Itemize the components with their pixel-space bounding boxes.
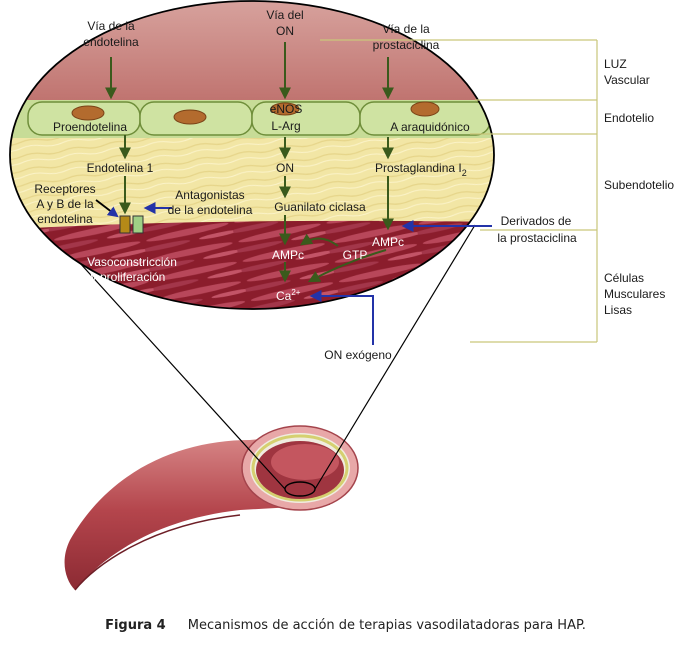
relaxation-label: Relajación (279, 308, 335, 322)
nucleus-3 (270, 102, 300, 116)
derivatives-line2: la prostaciclina (497, 231, 577, 245)
layer-subendothelium: Subendotelio (604, 178, 674, 192)
lumen-layer (10, 1, 494, 100)
derivatives-line1: Derivados de (501, 214, 572, 228)
proendothelin-label: Proendotelina (53, 120, 127, 134)
receptor-b-icon (132, 215, 144, 234)
pathway-arrows (105, 42, 394, 283)
layer-brackets (320, 39, 598, 343)
antagonists-line1: Antagonistas (175, 188, 244, 202)
prostaglandin-label: Prostaglandina I2 (375, 161, 467, 178)
caption-text: Mecanismos de acción de terapias vasodil… (187, 618, 586, 633)
receptors-line2: A y B de la (36, 197, 94, 211)
ampc-right-label: AMPc (372, 235, 404, 249)
calcium-label: Ca2+ (276, 288, 301, 303)
no-pathway-line2: ON (276, 24, 294, 38)
antagonists-line2: de la endotelina (168, 203, 253, 217)
receptors-line1: Receptores (34, 182, 95, 196)
no-label: ON (276, 161, 294, 175)
layer-muscle-line3: Lisas (604, 303, 632, 317)
layer-lumen-line2: Vascular (604, 73, 650, 87)
vasoconstriction-line2: y proliferación (91, 270, 166, 284)
blood-vessel-illustration (64, 425, 359, 591)
prostacyclin-pathway-line2: prostaciclina (373, 38, 440, 52)
ampc-left-label: AMPc (272, 248, 304, 262)
zoom-line-right (314, 224, 476, 490)
therapy-arrows (95, 199, 492, 345)
subendothelium-layer (10, 138, 494, 230)
figure-caption: Figura 4 Mecanismos de acción de terapias… (0, 618, 691, 633)
exogenous-no-label: ON exógeno (324, 348, 392, 362)
enos-label: eNOS (270, 102, 303, 116)
endothelin1-label: Endotelina 1 (87, 161, 154, 175)
endothelin-pathway-line2: endotelina (83, 35, 139, 49)
layer-muscle-line2: Musculares (604, 287, 665, 301)
endothelin-pathway-line1: Vía de la (87, 19, 135, 33)
nucleus-1 (71, 105, 105, 121)
receptors-line3: endotelina (37, 212, 93, 226)
no-pathway-line1: Vía del (266, 8, 303, 22)
endothelial-cell-3 (251, 101, 361, 136)
gtp-label: GTP (343, 248, 368, 262)
guanylate-cyclase-label: Guanilato ciclasa (274, 200, 366, 214)
layer-muscle-line1: Células (604, 271, 644, 285)
nucleus-4 (410, 101, 440, 117)
magnification-oval-border (9, 0, 495, 310)
larg-label: L-Arg (271, 119, 300, 133)
layer-lumen-line1: LUZ (604, 57, 627, 71)
receptor-a-icon (119, 215, 131, 234)
arachidonic-acid-label: A araquidónico (390, 120, 470, 134)
vasoconstriction-line1: Vasoconstricción (87, 255, 177, 269)
nucleus-2 (173, 109, 207, 125)
prostacyclin-pathway-line1: Vía de la (382, 22, 430, 36)
figure-number: Figura 4 (105, 618, 166, 633)
layer-endothelium: Endotelio (604, 111, 654, 125)
